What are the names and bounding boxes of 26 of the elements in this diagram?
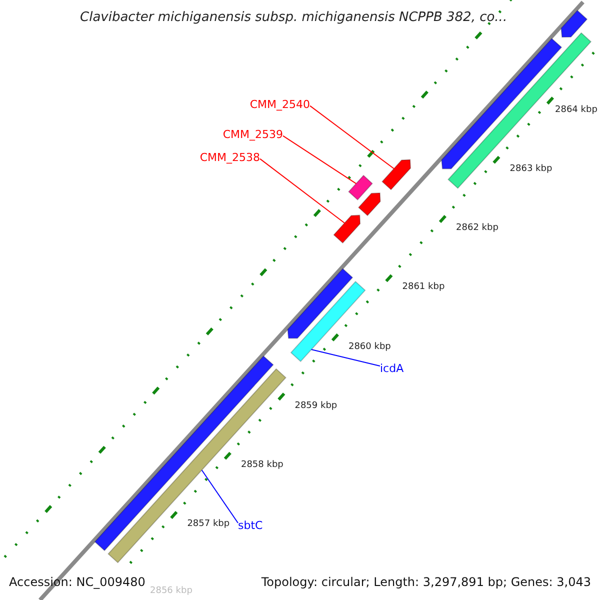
gene-block (108, 368, 286, 564)
scale-label: 2864 kbp (555, 104, 598, 115)
leader-line (282, 135, 357, 184)
scale-label: 2862 kbp (456, 223, 498, 234)
gene-label: sbtC (238, 519, 263, 532)
gene-block (382, 159, 411, 190)
footer-text: Topology: circular; Length: 3,297,891 bp; Genes: 3,043 (261, 575, 591, 589)
gene-label: CMM_2540 (250, 98, 310, 111)
gene-block (333, 214, 361, 244)
title: Clavibacter michiganensis subsp. michiganensis NCPPB 382, co... (80, 10, 508, 25)
gene-block (348, 174, 373, 200)
scale-label: 2859 kbp (294, 400, 338, 411)
gene-block (358, 192, 381, 216)
scale-label: 2863 kbp (510, 164, 552, 174)
scale-label: 2856 kbp (150, 586, 192, 596)
leader-line (310, 105, 394, 170)
scale-label: 2860 kbp (348, 342, 391, 352)
footer-text: Accession: NC_009480 (9, 575, 146, 589)
scale-label: 2857 kbp (187, 519, 230, 530)
gene-label: icdA (380, 362, 404, 375)
leader-line (201, 470, 238, 524)
scale-label: 2858 kbp (240, 460, 284, 470)
gene-label: CMM_2538 (200, 151, 260, 164)
gene-label: CMM_2539 (222, 128, 283, 141)
leader-line (260, 158, 346, 224)
scale-label: 2861 kbp (402, 282, 445, 292)
